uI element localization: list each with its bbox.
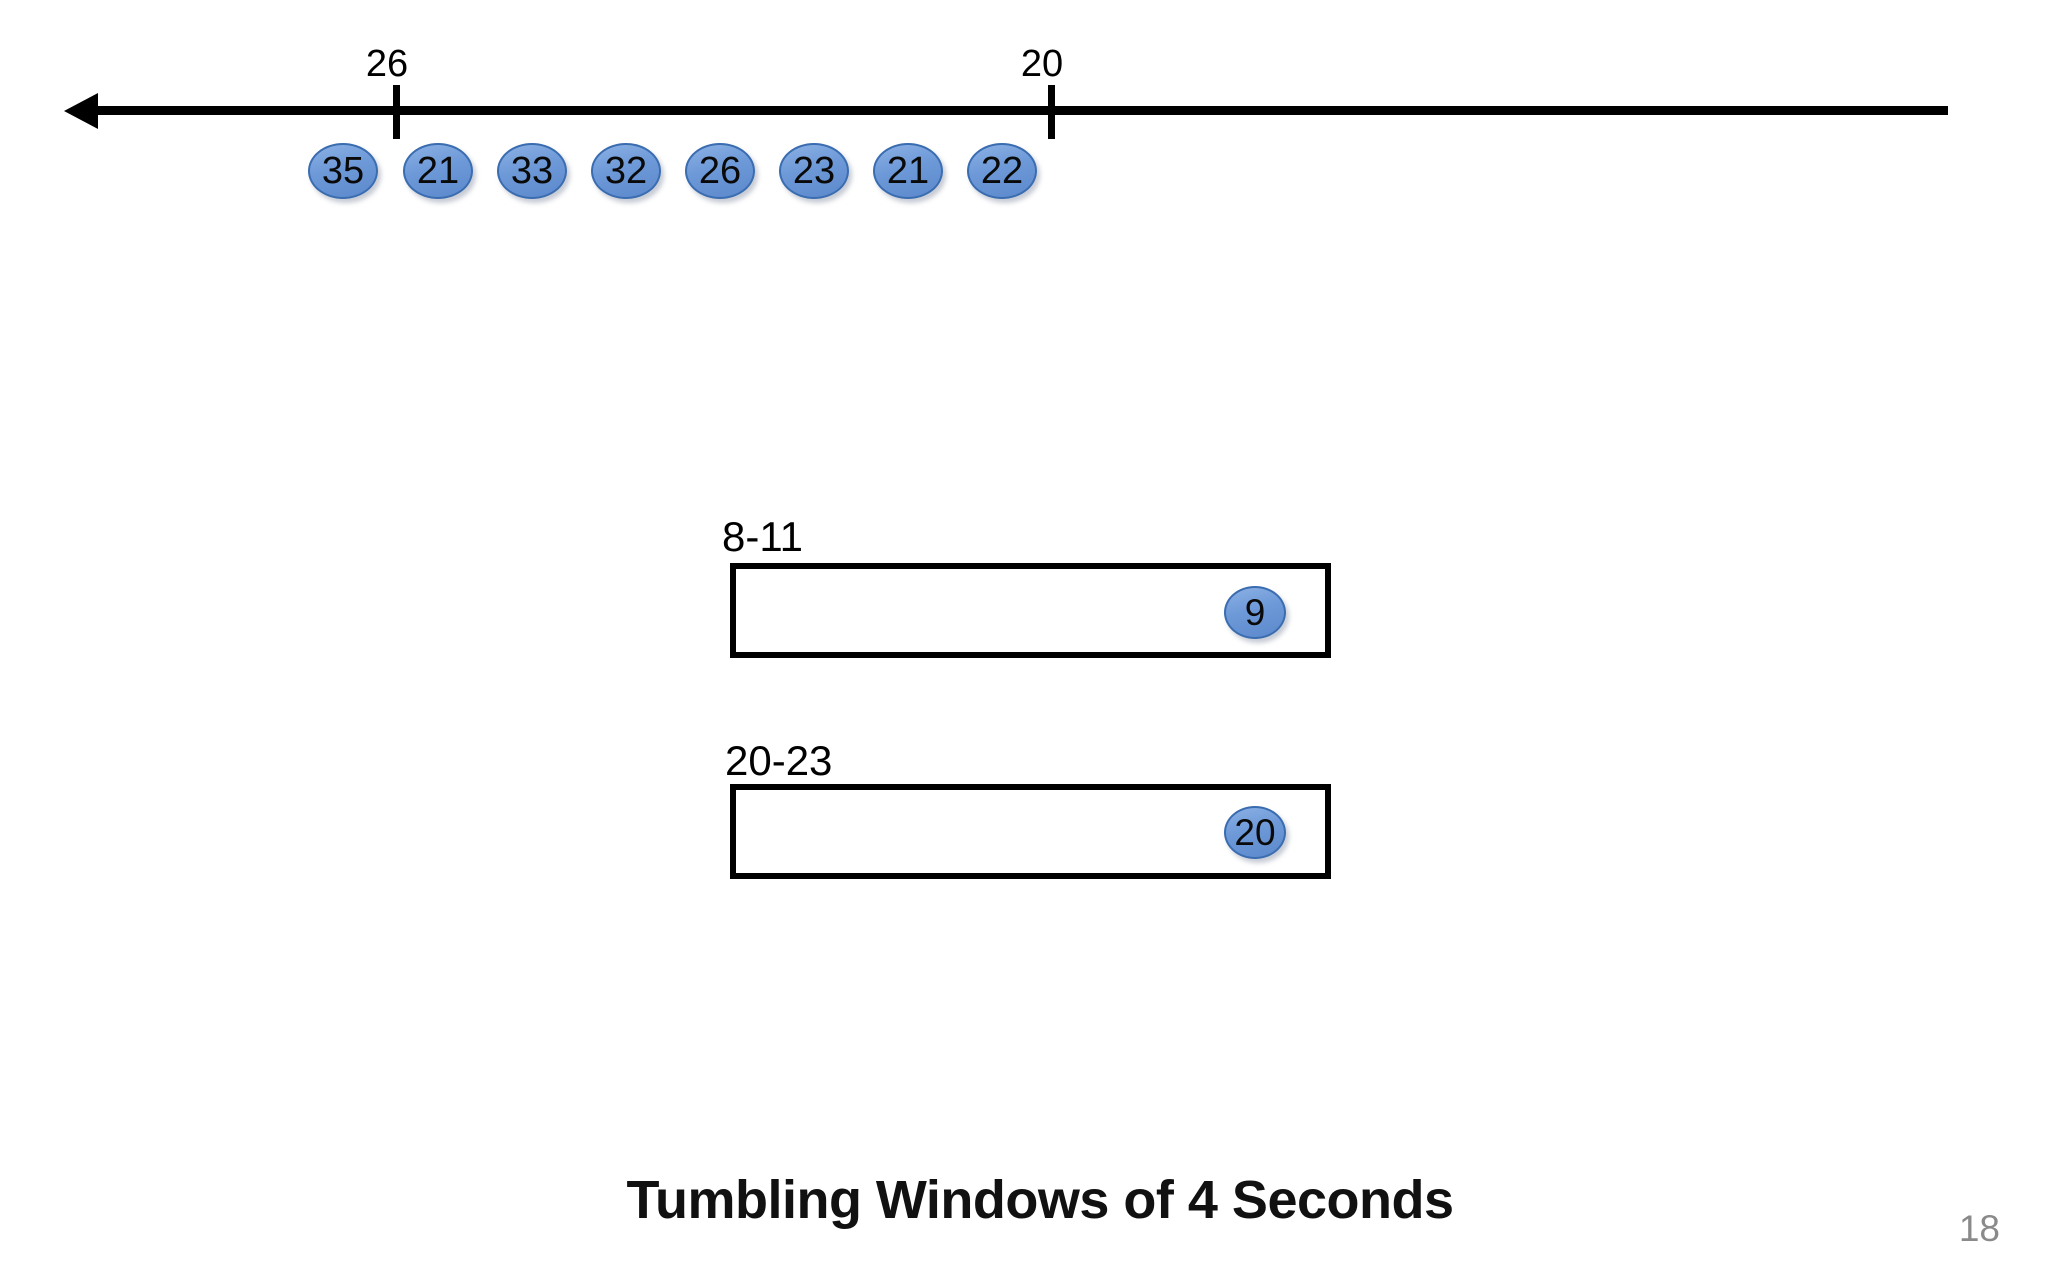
page-number: 18 xyxy=(1958,1208,2000,1249)
event-bubble: 21 xyxy=(873,143,943,199)
tick-label-20: 20 xyxy=(1020,43,1064,85)
event-bubble: 32 xyxy=(591,143,661,199)
arrow-left-icon xyxy=(64,93,98,129)
event-bubble: 26 xyxy=(685,143,755,199)
window-event-bubble: 9 xyxy=(1224,586,1286,639)
window-event-bubble: 20 xyxy=(1224,806,1286,859)
window-label-20-23: 20-23 xyxy=(725,737,833,784)
event-bubble: 22 xyxy=(967,143,1037,199)
window-label-8-11: 8-11 xyxy=(722,513,803,560)
timeline-axis xyxy=(95,106,1948,115)
event-bubble: 21 xyxy=(403,143,473,199)
event-bubble: 35 xyxy=(308,143,378,199)
tick-mark-20 xyxy=(1048,85,1055,139)
slide-title: Tumbling Windows of 4 Seconds xyxy=(626,1170,1454,1230)
tick-label-26: 26 xyxy=(365,43,409,85)
tick-mark-26 xyxy=(393,85,400,139)
event-bubble: 23 xyxy=(779,143,849,199)
event-bubble: 33 xyxy=(497,143,567,199)
